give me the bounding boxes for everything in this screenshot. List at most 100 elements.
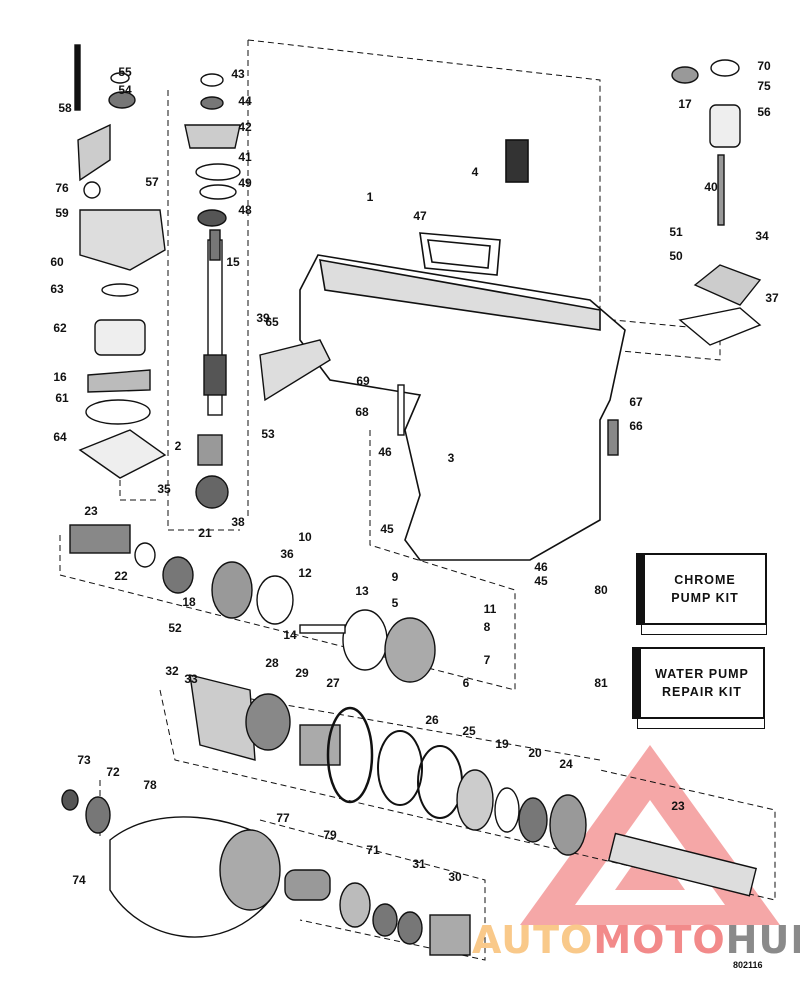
callout-45: 45 — [380, 522, 394, 536]
callout-68: 68 — [355, 405, 369, 419]
kit-line: WATER PUMP — [655, 667, 749, 681]
callout-8: 8 — [484, 620, 491, 634]
callout-76: 76 — [55, 181, 69, 195]
callout-75: 75 — [757, 79, 771, 93]
parts-shapes — [61, 44, 762, 956]
callout-71: 71 — [366, 843, 380, 857]
watermark-text: AUTOMOTOHUB — [472, 918, 800, 962]
water-pump-repair-kit-box: WATER PUMP REPAIR KIT — [632, 647, 765, 729]
callout-10: 10 — [298, 530, 312, 544]
callout-50: 50 — [669, 249, 683, 263]
callout-labels: 5554584344424149485776596063621661641539… — [50, 59, 779, 887]
callout-49: 49 — [238, 176, 252, 190]
callout-66: 66 — [629, 419, 643, 433]
callout-28: 28 — [265, 656, 279, 670]
callout-26: 26 — [425, 713, 439, 727]
watermark-moto: MOTO — [593, 918, 726, 962]
callout-24: 24 — [559, 757, 573, 771]
callout-64: 64 — [53, 430, 67, 444]
callout-6: 6 — [463, 676, 470, 690]
callout-34: 34 — [755, 229, 769, 243]
callout-13: 13 — [355, 584, 369, 598]
callout-15: 15 — [226, 255, 240, 269]
callout-37: 37 — [765, 291, 779, 305]
callout-22: 22 — [114, 569, 128, 583]
watermark-auto: AUTO — [472, 918, 594, 962]
callout-43: 43 — [231, 67, 245, 81]
callout-41: 41 — [238, 150, 252, 164]
callout-69: 69 — [356, 374, 370, 388]
kit-line: PUMP KIT — [671, 591, 739, 605]
callout-52: 52 — [168, 621, 182, 635]
callout-21: 21 — [198, 526, 212, 540]
callout-48: 48 — [238, 203, 252, 217]
callout-40: 40 — [704, 180, 718, 194]
callout-12: 12 — [298, 566, 312, 580]
callout-39: 39 — [256, 311, 270, 325]
callout-55: 55 — [118, 65, 132, 79]
callout-23: 23 — [84, 504, 98, 518]
callout-63: 63 — [50, 282, 64, 296]
callout-44: 44 — [238, 94, 252, 108]
kit-line: CHROME — [674, 573, 736, 587]
callout-61: 61 — [55, 391, 69, 405]
callout-72: 72 — [106, 765, 120, 779]
callout-5: 5 — [392, 596, 399, 610]
callout-18: 18 — [182, 595, 196, 609]
diagram-id: 802116 — [733, 960, 763, 970]
callout-36: 36 — [280, 547, 294, 561]
callout-11: 11 — [484, 602, 497, 616]
callout-46: 46 — [378, 445, 392, 459]
callout-60: 60 — [50, 255, 64, 269]
callout-17: 17 — [678, 97, 692, 111]
guide-lines — [59, 39, 776, 961]
callout-77: 77 — [276, 811, 290, 825]
callout-53: 53 — [261, 427, 275, 441]
callout-56: 56 — [757, 105, 771, 119]
gearcase-housing — [299, 139, 626, 561]
callout-23: 23 — [671, 799, 685, 813]
callout-73: 73 — [77, 753, 91, 767]
kit-line: REPAIR KIT — [662, 685, 742, 699]
watermark-hub: HUB — [725, 918, 800, 962]
callout-47: 47 — [413, 209, 427, 223]
callout-1: 1 — [367, 190, 374, 204]
callout-3: 3 — [448, 451, 455, 465]
callout-78: 78 — [143, 778, 157, 792]
callout-80: 80 — [594, 583, 608, 597]
callout-54: 54 — [118, 83, 132, 97]
chrome-pump-kit-box: CHROME PUMP KIT — [636, 553, 767, 635]
callout-45: 45 — [534, 574, 548, 588]
callout-42: 42 — [238, 120, 252, 134]
callout-9: 9 — [392, 570, 399, 584]
callout-38: 38 — [231, 515, 245, 529]
callout-20: 20 — [528, 746, 542, 760]
callout-58: 58 — [58, 101, 72, 115]
callout-35: 35 — [157, 482, 171, 496]
callout-27: 27 — [326, 676, 340, 690]
callout-14: 14 — [283, 628, 297, 642]
callout-46: 46 — [534, 560, 548, 574]
callout-65: 65 — [265, 315, 279, 329]
callout-19: 19 — [495, 737, 509, 751]
callout-81: 81 — [594, 676, 608, 690]
callout-51: 51 — [669, 225, 683, 239]
callout-33: 33 — [184, 672, 198, 686]
callout-4: 4 — [472, 165, 479, 179]
callout-25: 25 — [462, 724, 476, 738]
callout-79: 79 — [323, 828, 337, 842]
callout-62: 62 — [53, 321, 67, 335]
callout-31: 31 — [412, 857, 426, 871]
callout-67: 67 — [629, 395, 643, 409]
callout-7: 7 — [484, 653, 491, 667]
callout-57: 57 — [145, 175, 159, 189]
callout-2: 2 — [175, 439, 182, 453]
callout-32: 32 — [165, 664, 179, 678]
callout-16: 16 — [53, 370, 67, 384]
callout-30: 30 — [448, 870, 462, 884]
callout-70: 70 — [757, 59, 771, 73]
callout-74: 74 — [72, 873, 86, 887]
callout-59: 59 — [55, 206, 69, 220]
